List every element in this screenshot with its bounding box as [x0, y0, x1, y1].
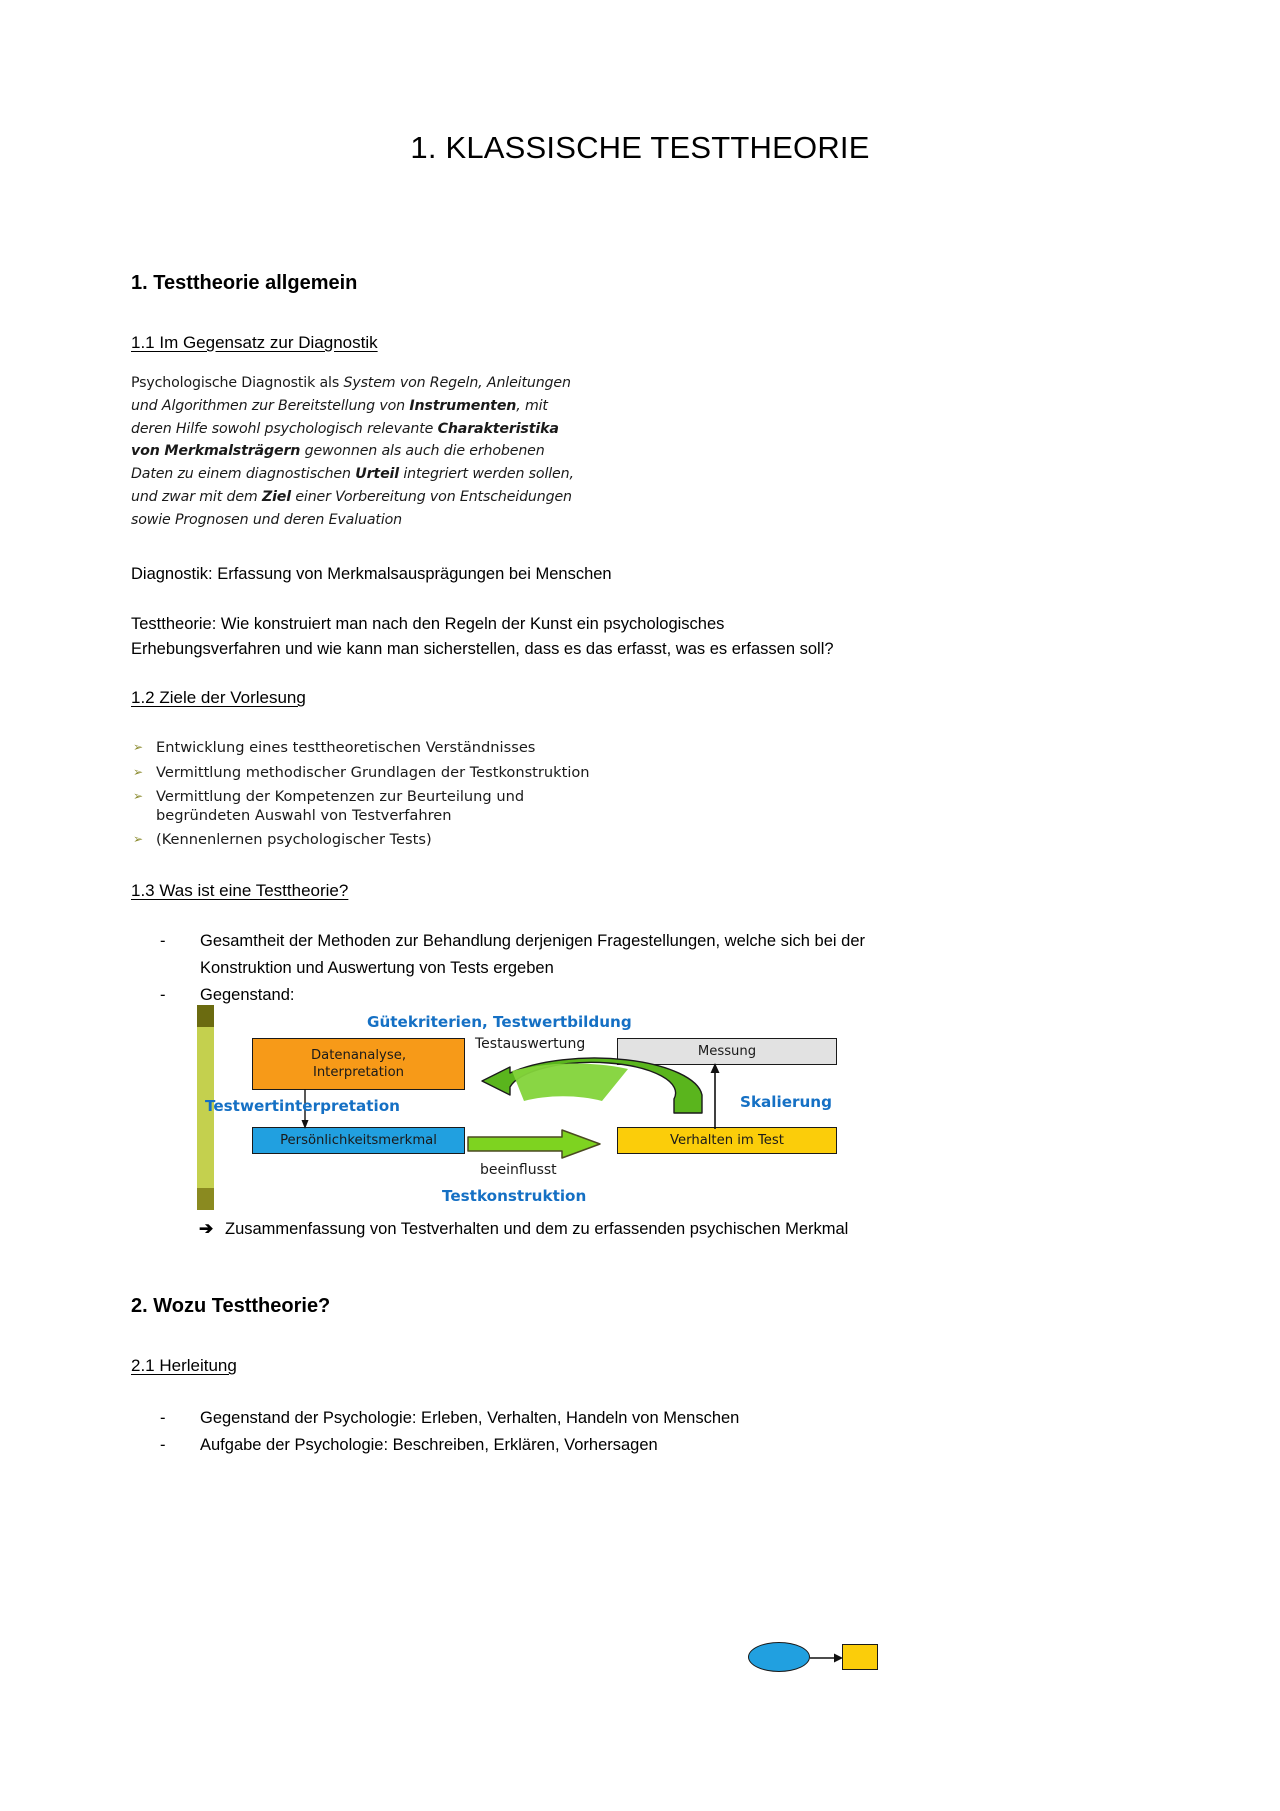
quote-line-2-bold: Instrumenten	[409, 397, 517, 414]
arrow-bullet-icon: ➢	[133, 740, 144, 754]
arrow-bullet-icon: ➢	[133, 789, 144, 804]
list-item-label: (Kennenlernen psychologischer Tests)	[156, 831, 432, 849]
paragraph-testtheorie-line-1: Testtheorie: Wie konstruiert man nach de…	[131, 615, 725, 633]
quote-line-6: und zwar mit dem Ziel einer Vorbereitung…	[131, 486, 631, 509]
diagram-label-testauswertung: Testauswertung	[475, 1036, 586, 1052]
dash-bullet-icon: -	[160, 1409, 166, 1427]
testtheorie-list: - Gesamtheit der Methoden zur Behandlung…	[160, 928, 1060, 1009]
list-item-label: Aufgabe der Psychologie: Beschreiben, Er…	[200, 1436, 658, 1454]
quote-line-1: Psychologische Diagnostik als System von…	[131, 372, 631, 395]
fat-arrow-icon: ➔	[199, 1219, 214, 1238]
quote-line-5-bold: Urteil	[355, 466, 399, 483]
list-item: ➢ Vermittlung methodischer Grundlagen de…	[131, 764, 590, 783]
conclusion-text: Zusammenfassung von Testverhalten und de…	[225, 1220, 849, 1238]
thin-arrow-down-icon	[301, 1089, 309, 1129]
mini-shape-group	[748, 1636, 878, 1680]
paragraph-testtheorie-line-2: Erhebungsverfahren und wie kann man sich…	[131, 640, 834, 658]
diagram-side-bar-bottom-cap	[197, 1188, 214, 1210]
curved-green-arrow-icon	[481, 1057, 703, 1114]
list-item-label: Gegenstand der Psychologie: Erleben, Ver…	[200, 1409, 740, 1427]
paragraph-diagnostik: Diagnostik: Erfassung von Merkmalsausprä…	[131, 565, 612, 583]
list-item-label: Entwicklung eines testtheoretischen Vers…	[156, 739, 536, 756]
list-item-label-line-1: Vermittlung der Kompetenzen zur Beurteil…	[156, 788, 525, 806]
list-item: ➢ (Kennenlernen psychologischer Tests)	[131, 831, 590, 850]
quote-line-2-b: , mit	[516, 397, 548, 414]
diagram-side-bar	[197, 1005, 214, 1210]
blue-ellipse-shape	[748, 1642, 810, 1672]
paragraph-testtheorie: Testtheorie: Wie konstruiert man nach de…	[131, 612, 1011, 662]
quote-line-2-a: und Algorithmen zur Bereitstellung von	[131, 397, 410, 414]
testtheorie-diagram: Gütekriterien, Testwertbildung Testauswe…	[197, 1005, 837, 1210]
quote-line-4-bold: von Merkmalsträgern	[131, 443, 301, 460]
quote-line-6-a: und zwar mit dem	[131, 488, 262, 505]
herleitung-list: - Gegenstand der Psychologie: Erleben, V…	[160, 1405, 1060, 1459]
quote-line-5-a: Daten zu einem diagnostischen	[131, 466, 356, 483]
straight-green-arrow-icon	[467, 1129, 601, 1159]
arrow-bullet-icon: ➢	[133, 832, 144, 847]
list-item: ➢ Vermittlung der Kompetenzen zur Beurte…	[131, 788, 590, 825]
quote-line-4: von Merkmalsträgern gewonnen als auch di…	[131, 440, 631, 463]
diagram-label-testkonstruktion: Testkonstruktion	[442, 1187, 587, 1205]
list-item: - Aufgabe der Psychologie: Beschreiben, …	[160, 1432, 1060, 1459]
heading-section-2: 2. Wozu Testtheorie?	[131, 1295, 331, 1317]
dash-bullet-icon: -	[160, 1436, 166, 1454]
arrow-bullet-icon: ➢	[133, 764, 144, 779]
list-item-label-line-1: Gesamtheit der Methoden zur Behandlung d…	[200, 932, 865, 950]
page-title: 1. KLASSISCHE TESTTHEORIE	[410, 130, 870, 165]
heading-section-1: 1. Testtheorie allgemein	[131, 272, 358, 294]
list-item-label-line-2: Konstruktion und Auswertung von Tests er…	[200, 959, 554, 977]
mini-arrow-right-icon	[810, 1653, 843, 1663]
quote-line-5-b: integriert werden sollen,	[398, 466, 574, 483]
list-item: - Gegenstand der Psychologie: Erleben, V…	[160, 1405, 1060, 1432]
heading-section-1-2: 1.2 Ziele der Vorlesung	[131, 688, 306, 707]
quote-line-1-plain: Psychologische Diagnostik als	[131, 375, 344, 391]
quote-block: Psychologische Diagnostik als System von…	[131, 372, 631, 532]
diagram-box-persoenlichkeitsmerkmal: Persönlichkeitsmerkmal	[252, 1127, 465, 1154]
list-item-label: Gegenstand:	[200, 986, 295, 1004]
diagram-label-skalierung: Skalierung	[740, 1093, 832, 1111]
list-item: - Gegenstand:	[160, 982, 1060, 1009]
quote-line-2: und Algorithmen zur Bereitstellung von I…	[131, 395, 631, 418]
quote-line-3: deren Hilfe sowohl psychologisch relevan…	[131, 418, 631, 441]
diagram-box-datenanalyse: Datenanalyse, Interpretation	[252, 1038, 465, 1090]
list-item-label: Vermittlung methodischer Grundlagen der …	[156, 763, 590, 781]
quote-line-7: sowie Prognosen und deren Evaluation	[131, 511, 402, 528]
quote-line-6-bold: Ziel	[261, 488, 291, 505]
quote-line-5: Daten zu einem diagnostischen Urteil int…	[131, 463, 631, 486]
heading-section-1-1: 1.1 Im Gegensatz zur Diagnostik	[131, 333, 378, 352]
quote-line-3-bold: Charakteristika	[437, 420, 559, 437]
heading-section-2-1: 2.1 Herleitung	[131, 1356, 237, 1375]
diagram-label-testwertinterpretation: Testwertinterpretation	[205, 1097, 400, 1115]
dash-bullet-icon: -	[160, 986, 166, 1004]
list-item: - Gesamtheit der Methoden zur Behandlung…	[160, 928, 1060, 982]
conclusion-line: ➔ Zusammenfassung von Testverhalten und d…	[199, 1219, 848, 1239]
quote-line-1-italic: System von Regeln, Anleitungen	[343, 375, 571, 391]
diagram-box-messung: Messung	[617, 1038, 837, 1065]
diagram-box-datenanalyse-line-2: Interpretation	[312, 1065, 405, 1080]
diagram-label-guetekriterien: Gütekriterien, Testwertbildung	[367, 1013, 632, 1031]
diagram-side-bar-top-cap	[197, 1005, 214, 1027]
ziele-list: ➢ Entwicklung eines testtheoretischen Ve…	[131, 739, 590, 850]
diagram-box-verhalten-im-test: Verhalten im Test	[617, 1127, 837, 1154]
heading-section-1-3: 1.3 Was ist eine Testtheorie?	[131, 881, 349, 900]
quote-line-4-a: gewonnen als auch die erhobenen	[300, 443, 545, 460]
diagram-box-datenanalyse-text: Datenanalyse, Interpretation	[311, 1047, 406, 1081]
diagram-label-beeinflusst: beeinflusst	[480, 1162, 557, 1178]
dash-bullet-icon: -	[160, 932, 166, 950]
quote-line-3-a: deren Hilfe sowohl psychologisch relevan…	[131, 420, 438, 437]
yellow-box-shape	[842, 1644, 878, 1670]
quote-line-6-b: einer Vorbereitung von Entscheidungen	[290, 488, 572, 505]
list-item-label-line-2: begründeten Auswahl von Testverfahren	[156, 806, 452, 824]
thin-arrow-up-icon	[710, 1063, 720, 1129]
diagram-box-datenanalyse-line-1: Datenanalyse,	[310, 1048, 407, 1063]
list-item: ➢ Entwicklung eines testtheoretischen Ve…	[131, 739, 590, 758]
